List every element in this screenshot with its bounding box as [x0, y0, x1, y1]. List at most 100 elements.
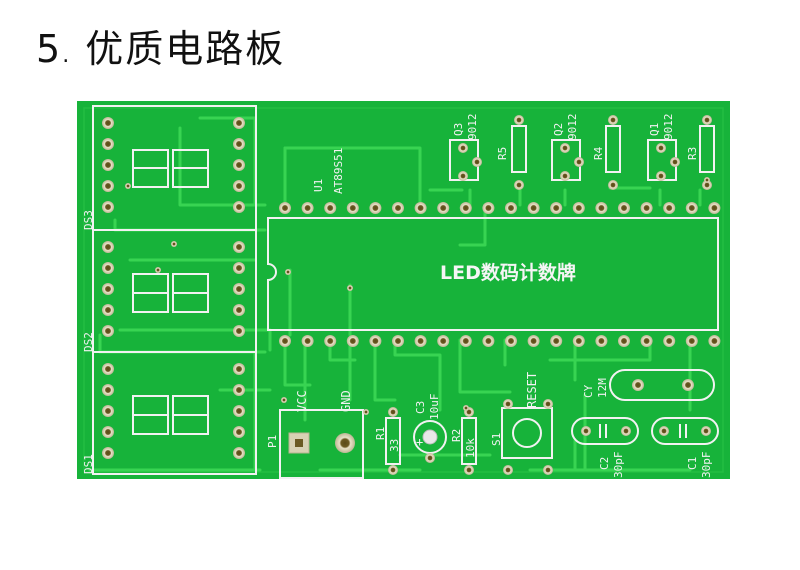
switch-s1-label: RESET: [525, 372, 539, 408]
capacitor-c2-ref: C2: [598, 457, 611, 470]
transistor-q2-part: 9012: [566, 114, 579, 141]
display-pin-pad: [102, 180, 114, 192]
crystal-cy-value: 12M: [596, 378, 609, 398]
resistor-r1-value: 33: [388, 439, 401, 452]
display-pin-pad: [102, 262, 114, 274]
mcu-pin-pad-top: [640, 202, 653, 214]
heading-separator: .: [62, 43, 72, 68]
capacitor-pin-pad: [701, 426, 711, 436]
display-pin-pad: [233, 138, 245, 150]
transistor-pin-pad: [560, 143, 570, 153]
display-pin-pad: [233, 363, 245, 375]
resistor-r4-label: R4: [592, 146, 605, 160]
resistor-pin-pad: [464, 465, 474, 475]
via-pad: [155, 267, 161, 273]
mcu-pin-pad-top: [346, 202, 359, 214]
switch-s1-ref: S1: [490, 433, 503, 446]
display-pin-pad: [233, 117, 245, 129]
display-pin-pad: [102, 304, 114, 316]
mcu-pin-pad-top: [527, 202, 540, 214]
via-pad: [171, 241, 177, 247]
header-p1-pin1-label: VCC: [295, 390, 309, 412]
mcu-pin-pad-top: [572, 202, 585, 214]
display-ds1-label: DS1: [82, 454, 95, 474]
mcu-pin-pad-top: [459, 202, 472, 214]
capacitor-c3-polarity: +: [416, 435, 423, 449]
mcu-pin-pad-bottom: [324, 335, 337, 347]
resistor-r2-ref: R2: [450, 429, 463, 442]
display-pin-pad: [233, 304, 245, 316]
mcu-pin-pad-bottom: [392, 335, 404, 347]
mcu-pin-pad-top: [301, 202, 314, 214]
mcu-pin-pad-bottom: [437, 335, 450, 347]
display-pin-pad: [233, 426, 245, 438]
display-pin-pad: [102, 426, 114, 438]
via-pad: [363, 409, 369, 415]
capacitor-c2-outline: [571, 417, 639, 445]
switch-pin-pad: [503, 399, 513, 409]
display-pin-pad: [233, 405, 245, 417]
mcu-pin-pad-top: [505, 202, 517, 214]
mcu-pin-pad-bottom: [414, 335, 427, 347]
switch-pin-pad: [503, 465, 513, 475]
heading-text: 优质电路板: [85, 27, 286, 71]
mcu-pin-pad-bottom: [685, 335, 698, 347]
via-pad: [463, 405, 469, 411]
capacitor-c1-ref: C1: [686, 457, 699, 470]
board-title: LED数码计数牌: [440, 261, 576, 284]
mcu-pin-pad-top: [437, 202, 450, 214]
mcu-pin-pad-bottom: [279, 335, 291, 347]
mcu-pin-pad-top: [369, 202, 382, 214]
transistor-q3-part: 9012: [466, 114, 479, 141]
display-pin-pad: [102, 159, 114, 171]
transistor-pin-pad: [560, 171, 570, 181]
display-pin-pad: [102, 241, 114, 253]
header-p1-outline: [279, 409, 364, 479]
mcu-outline: [267, 217, 719, 331]
resistor-pin-pad: [514, 115, 524, 125]
mcu-pin-pad-top: [618, 202, 630, 214]
capacitor-c3-value: 10uF: [428, 394, 441, 421]
mcu-pin-pad-bottom: [505, 335, 517, 347]
transistor-pin-pad: [670, 157, 680, 167]
crystal-cy-outline: [609, 369, 715, 401]
display-pin-pad: [233, 325, 245, 337]
transistor-pin-pad: [656, 143, 666, 153]
transistor-q2-ref: Q2: [552, 123, 565, 136]
display-pin-pad: [233, 447, 245, 459]
capacitor-pin-pad: [621, 426, 631, 436]
mcu-pin-pad-bottom: [459, 335, 472, 347]
resistor-r1-ref: R1: [374, 427, 387, 440]
mcu-pin-pad-top: [663, 202, 676, 214]
switch-pin-pad: [543, 465, 553, 475]
display-pin-pad: [102, 405, 114, 417]
mcu-pin-pad-top: [279, 202, 291, 214]
pcb-board: [77, 101, 730, 479]
resistor-r2-outline: [461, 417, 477, 465]
transistor-pin-pad: [656, 171, 666, 181]
via-pad: [347, 285, 353, 291]
mcu-pin-pad-top: [324, 202, 337, 214]
display-pin-pad: [233, 283, 245, 295]
display-pin-pad: [233, 241, 245, 253]
transistor-q1-ref: Q1: [648, 123, 661, 136]
header-p1-pin2-label: GND: [339, 390, 353, 412]
transistor-pin-pad: [472, 157, 482, 167]
mcu-pin-pad-bottom: [663, 335, 676, 347]
resistor-r5-label: R5: [496, 147, 509, 160]
display-pin-pad: [102, 201, 114, 213]
display-pin-pad: [102, 138, 114, 150]
transistor-q3-ref: Q3: [452, 123, 465, 136]
via-pad: [704, 177, 710, 183]
transistor-q1-part: 9012: [662, 114, 675, 141]
bottom-component-outlines: [279, 369, 719, 479]
resistor-pin-pad: [702, 115, 712, 125]
display-ds1-outline: [92, 351, 257, 475]
mcu-pin-pad-top: [482, 202, 495, 214]
capacitor-pin-pad: [659, 426, 669, 436]
chip-ref-label: U1: [312, 179, 325, 192]
capacitor-c1-value: 30pF: [700, 452, 713, 479]
crystal-pin-pad: [632, 379, 644, 391]
display-pin-pad: [233, 262, 245, 274]
